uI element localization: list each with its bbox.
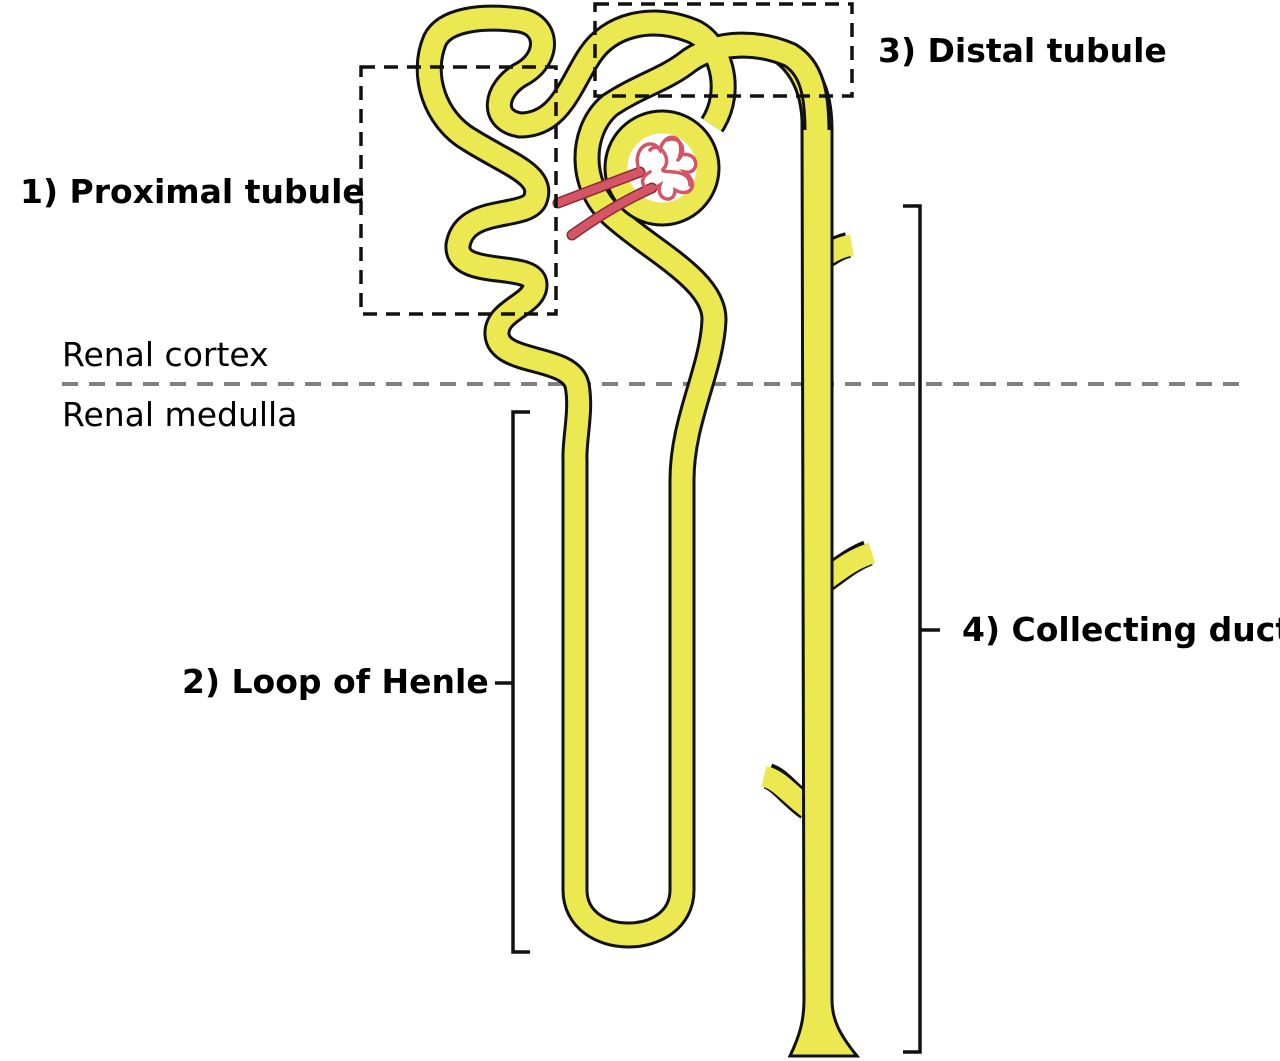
loop-of-henle-bracket: [495, 410, 530, 954]
glomerulus: [552, 135, 698, 241]
nephron-tubule: [415, 4, 831, 949]
collecting-duct: [759, 48, 876, 1058]
proximal-tubule-label: 1) Proximal tubule: [20, 172, 365, 211]
distal-tubule-box: [593, 2, 854, 98]
collecting-duct-bracket: [903, 204, 940, 1054]
loop-of-henle-label: 2) Loop of Henle: [182, 662, 489, 701]
proximal-tubule-box: [359, 65, 558, 316]
renal-medulla-label: Renal medulla: [62, 395, 298, 434]
distal-tubule-label: 3) Distal tubule: [878, 31, 1167, 70]
renal-cortex-label: Renal cortex: [62, 335, 269, 374]
collecting-duct-label: 4) Collecting duct: [962, 610, 1280, 649]
